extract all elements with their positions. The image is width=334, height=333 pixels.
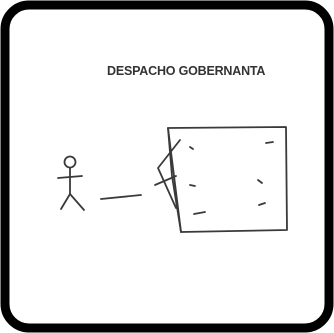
card-title: DESPACHO GOBERNANTA bbox=[107, 64, 266, 78]
path-line-icon bbox=[100, 194, 142, 200]
desk-icon bbox=[154, 126, 288, 233]
stick-figure-icon bbox=[57, 155, 85, 211]
